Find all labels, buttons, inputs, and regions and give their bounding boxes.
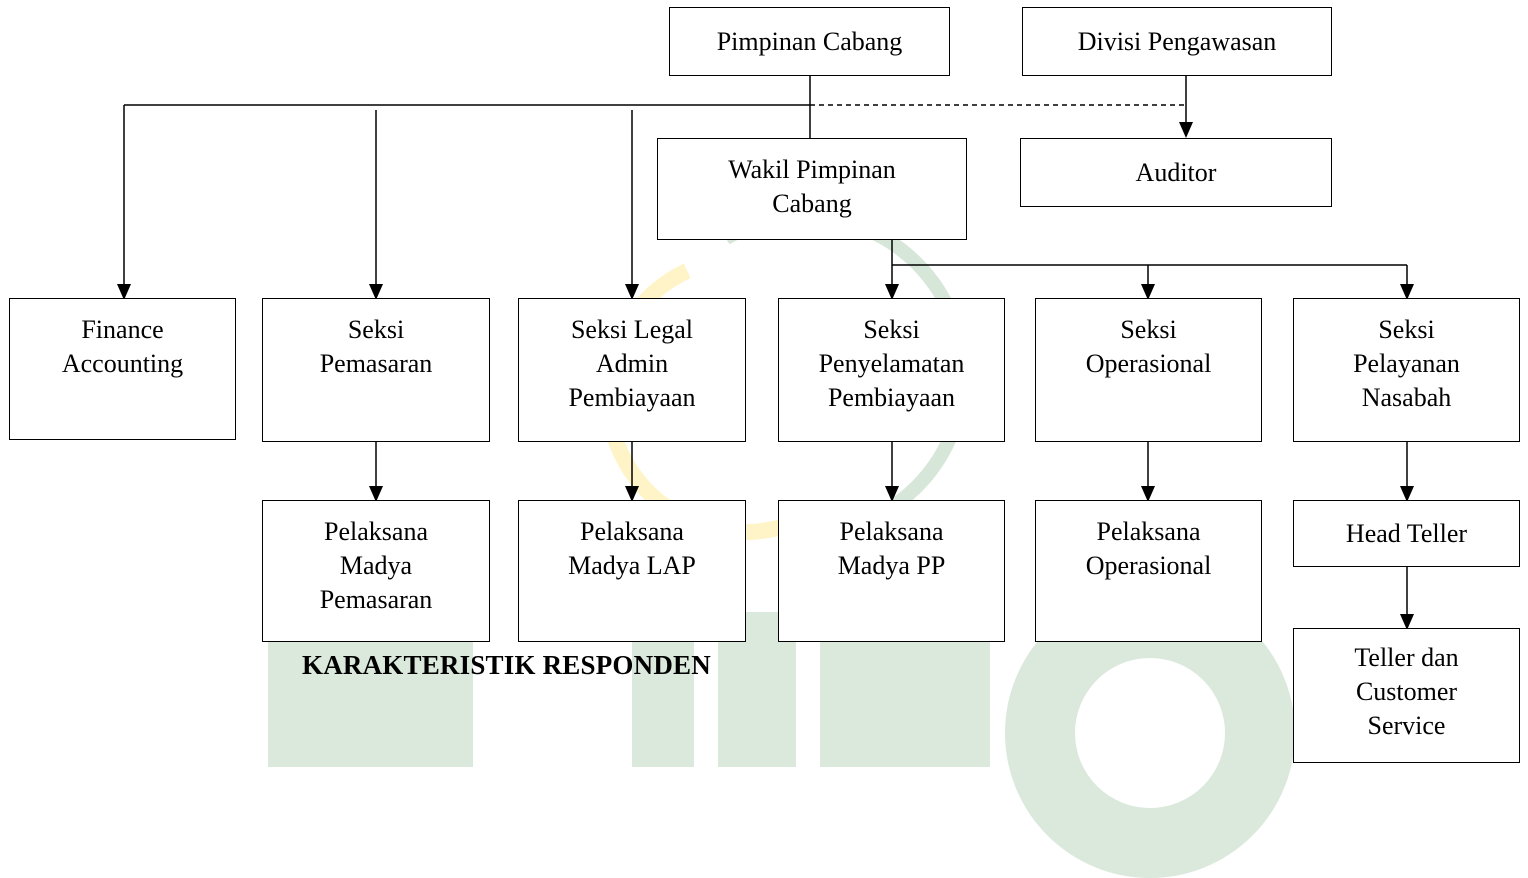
box-seksi-operasional: Seksi Operasional bbox=[1035, 298, 1262, 442]
box-seksi-pelayanan-nasabah: Seksi Pelayanan Nasabah bbox=[1293, 298, 1520, 442]
connector-lines bbox=[117, 76, 1414, 630]
box-pelaksana-madya-pemasaran: Pelaksana Madya Pemasaran bbox=[262, 500, 490, 642]
box-divisi-pengawasan: Divisi Pengawasan bbox=[1022, 7, 1332, 76]
box-pelaksana-madya-lap: Pelaksana Madya LAP bbox=[518, 500, 746, 642]
box-pelaksana-madya-pp: Pelaksana Madya PP bbox=[778, 500, 1005, 642]
box-pelaksana-operasional: Pelaksana Operasional bbox=[1035, 500, 1262, 642]
box-finance-accounting: Finance Accounting bbox=[9, 298, 236, 440]
box-seksi-legal-admin-pembiayaan: Seksi Legal Admin Pembiayaan bbox=[518, 298, 746, 442]
section-heading: KARAKTERISTIK RESPONDEN bbox=[302, 650, 711, 680]
box-auditor: Auditor bbox=[1020, 138, 1332, 207]
box-seksi-pemasaran: Seksi Pemasaran bbox=[262, 298, 490, 442]
box-pimpinan-cabang: Pimpinan Cabang bbox=[669, 7, 950, 76]
box-head-teller: Head Teller bbox=[1293, 500, 1520, 567]
watermark-bar bbox=[632, 617, 694, 767]
watermark-bar bbox=[820, 632, 990, 767]
box-wakil-pimpinan-cabang: Wakil Pimpinan Cabang bbox=[657, 138, 967, 240]
box-seksi-penyelamatan-pembiayaan: Seksi Penyelamatan Pembiayaan bbox=[778, 298, 1005, 442]
box-teller-customer-service: Teller dan Customer Service bbox=[1293, 628, 1520, 763]
